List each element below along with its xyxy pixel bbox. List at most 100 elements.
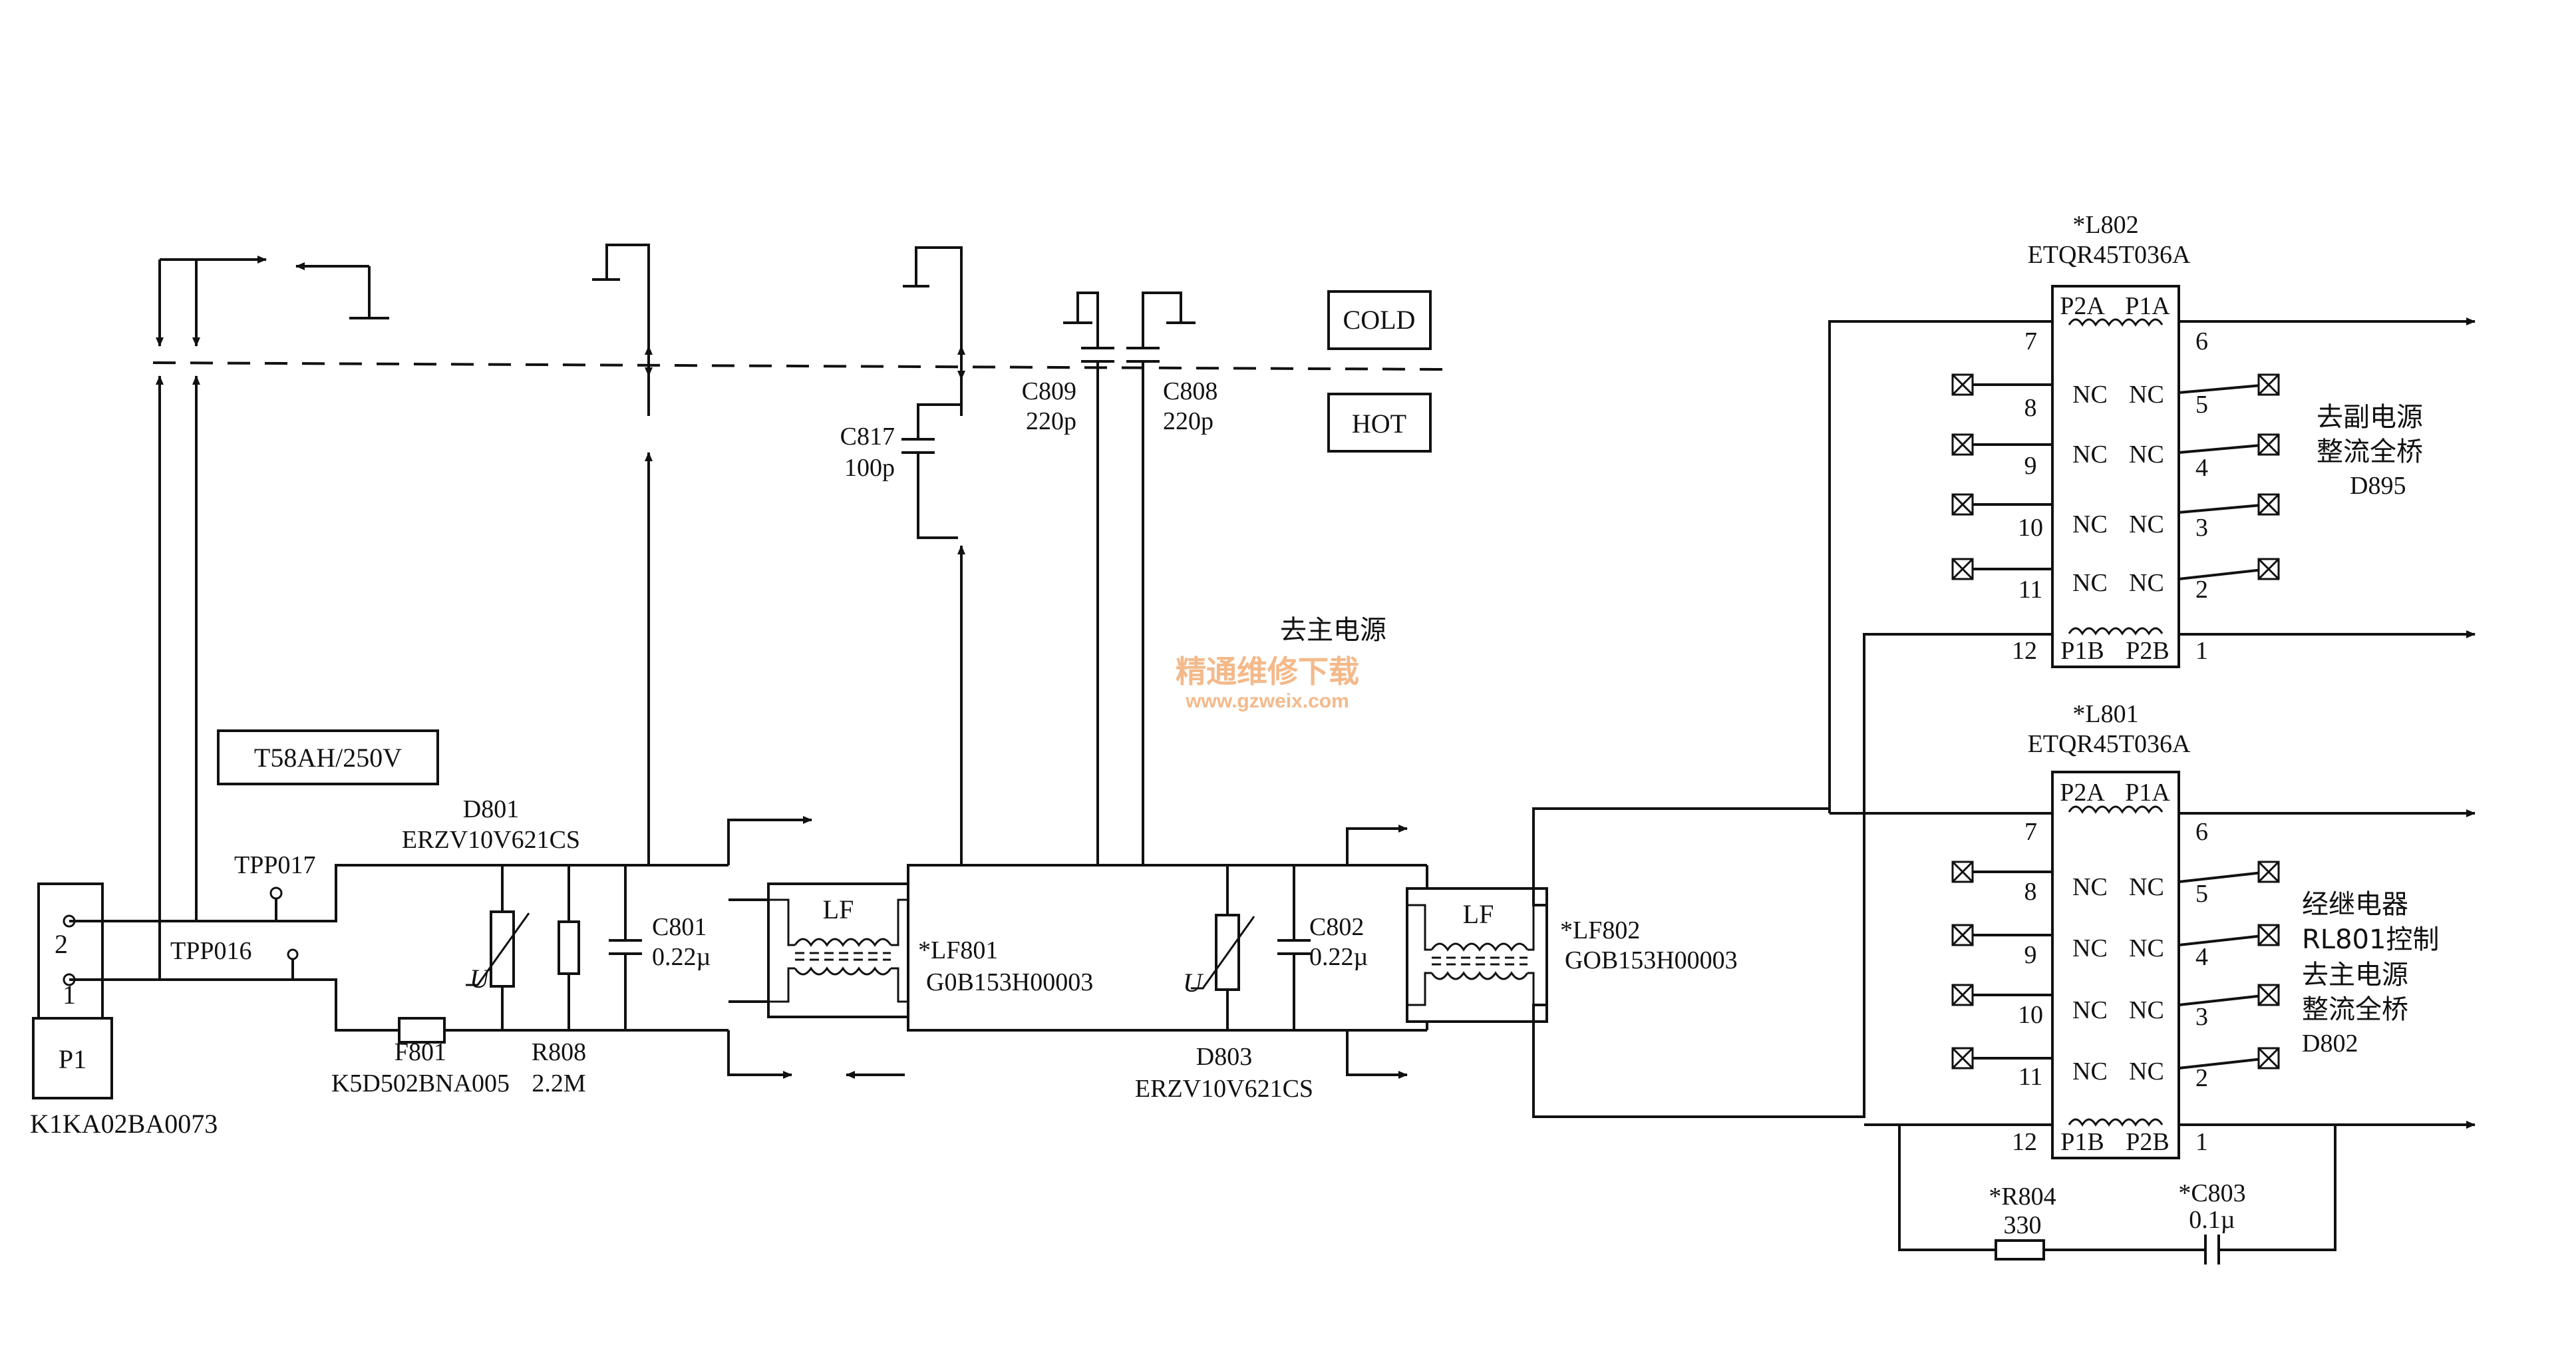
svg-text:整流全桥: 整流全桥 (2317, 437, 2423, 467)
svg-text:P1: P1 (59, 1044, 86, 1074)
svg-text:D801: D801 (463, 795, 519, 823)
svg-text:ERZV10V621CS: ERZV10V621CS (1135, 1075, 1313, 1103)
svg-text:去主电源: 去主电源 (2302, 960, 2408, 990)
svg-text:C802: C802 (1309, 913, 1364, 941)
svg-text:经继电器: 经继电器 (2302, 889, 2408, 920)
svg-text:0.1µ: 0.1µ (2189, 1206, 2235, 1234)
sub-power-note: 去副电源 整流全桥 D895 (2317, 402, 2423, 500)
svg-text:10: 10 (2018, 514, 2043, 542)
svg-text:330: 330 (2004, 1211, 2042, 1239)
svg-text:ETQR45T036A: ETQR45T036A (2028, 730, 2191, 758)
svg-text:NC: NC (2072, 441, 2108, 469)
svg-text:7: 7 (2024, 818, 2037, 846)
svg-text:NC: NC (2129, 934, 2164, 962)
svg-text:D895: D895 (2350, 472, 2406, 500)
svg-text:D802: D802 (2302, 1030, 2358, 1058)
svg-text:P2A: P2A (2060, 779, 2105, 807)
svg-text:HOT: HOT (1352, 409, 1406, 439)
svg-text:11: 11 (2018, 576, 2043, 604)
connector-p1: 2 1 P1 K1KA02BA0073 (30, 882, 218, 1139)
capacitor-c802: C802 0.22µ (1277, 865, 1368, 1030)
l802-nc-pins: 8 NC 5 NC 9 NC 4 NC 10 NC 3 NC (1951, 373, 2280, 604)
fuse-rating-box: T58AH/250V (217, 729, 439, 785)
svg-text:RL801控制: RL801控制 (2302, 924, 2439, 955)
svg-text:6: 6 (2195, 818, 2208, 846)
svg-text:K1KA02BA0073: K1KA02BA0073 (30, 1109, 218, 1139)
svg-text:100p: 100p (844, 454, 895, 482)
svg-text:P2B: P2B (2126, 1128, 2169, 1156)
svg-text:1: 1 (63, 980, 76, 1010)
svg-text:C809: C809 (1022, 377, 1076, 405)
svg-text:8: 8 (2024, 878, 2037, 906)
svg-text:9: 9 (2024, 452, 2037, 480)
svg-text:2: 2 (55, 929, 68, 959)
tpp017-label: TPP017 (234, 851, 315, 879)
svg-text:去副电源: 去副电源 (2317, 402, 2423, 433)
svg-text:P1A: P1A (2125, 292, 2170, 320)
svg-text:COLD: COLD (1343, 305, 1416, 335)
line-filter-lf801: LF *LF801 G0B153H00003 (727, 816, 1093, 1079)
svg-text:ETQR45T036A: ETQR45T036A (2028, 241, 2191, 269)
svg-text:*C803: *C803 (2178, 1179, 2245, 1207)
hot-box: HOT (1327, 393, 1432, 453)
svg-text:K5D502BNA005: K5D502BNA005 (331, 1070, 510, 1097)
svg-text:9: 9 (2024, 941, 2037, 969)
snubber-r804-c803: *R804 330 *C803 0.1µ (1898, 1125, 2336, 1265)
svg-text:NC: NC (2072, 510, 2108, 538)
svg-text:C817: C817 (840, 423, 895, 451)
svg-text:整流全桥: 整流全桥 (2302, 994, 2408, 1025)
svg-text:P2A: P2A (2060, 292, 2105, 320)
svg-text:LF: LF (1463, 899, 1494, 929)
svg-text:NC: NC (2072, 934, 2108, 962)
svg-text:11: 11 (2018, 1063, 2043, 1091)
svg-text:C808: C808 (1163, 377, 1217, 405)
svg-text:NC: NC (2072, 1058, 2108, 1085)
svg-text:U: U (1183, 968, 1204, 998)
capacitor-c817: C817 100p (840, 403, 961, 539)
svg-text:0.22µ: 0.22µ (652, 943, 711, 971)
svg-text:NC: NC (2129, 569, 2164, 597)
svg-text:5: 5 (2195, 880, 2208, 908)
varistor-d801: D801 ERZV10V621CS U (402, 795, 580, 1030)
watermark-cn: 精通维修下载 (1176, 654, 1359, 689)
svg-text:P1B: P1B (2060, 637, 2104, 665)
svg-text:NC: NC (2129, 873, 2164, 901)
line-filter-lf802: LF *LF802 GOB153H00003 (1346, 825, 1738, 1079)
svg-text:2.2M: 2.2M (532, 1070, 585, 1097)
svg-text:NC: NC (2072, 381, 2108, 409)
svg-text:1: 1 (2195, 1128, 2208, 1156)
cold-box: COLD (1327, 290, 1432, 350)
svg-text:*LF802: *LF802 (1560, 916, 1640, 944)
isolation-line (152, 361, 1444, 371)
svg-text:*LF801: *LF801 (918, 936, 998, 964)
svg-text:6: 6 (2195, 327, 2208, 355)
svg-text:*R804: *R804 (1989, 1183, 2056, 1211)
watermark-url: www.gzweix.com (1185, 690, 1349, 712)
svg-text:10: 10 (2018, 1001, 2043, 1029)
svg-text:U: U (470, 964, 491, 994)
svg-text:NC: NC (2072, 569, 2108, 597)
svg-text:D803: D803 (1196, 1043, 1252, 1071)
svg-text:LF: LF (823, 894, 854, 924)
svg-text:NC: NC (2129, 381, 2164, 409)
capacitors-c809-c808: C809 220p C808 220p (1022, 292, 1217, 865)
tpp016-label: TPP016 (170, 937, 251, 965)
svg-text:4: 4 (2195, 454, 2208, 482)
svg-text:2: 2 (2195, 1064, 2208, 1092)
svg-text:3: 3 (2195, 1003, 2208, 1031)
svg-text:8: 8 (2024, 394, 2037, 422)
svg-text:4: 4 (2195, 943, 2208, 971)
svg-text:2: 2 (2195, 576, 2208, 604)
svg-text:ERZV10V621CS: ERZV10V621CS (402, 826, 580, 854)
choke-l801: *L801 ETQR45T036A P2A P1A P1B P2B 7 12 6… (2012, 700, 2208, 1159)
capacitor-c801: C801 0.22µ (609, 865, 711, 1030)
svg-text:NC: NC (2129, 441, 2164, 469)
svg-text:12: 12 (2012, 637, 2037, 665)
fuse-f801: F801 K5D502BNA005 (331, 1017, 510, 1097)
svg-text:NC: NC (2129, 996, 2164, 1024)
svg-text:0.22µ: 0.22µ (1309, 943, 1368, 971)
svg-text:220p: 220p (1026, 407, 1076, 435)
svg-text:*L801: *L801 (2072, 700, 2138, 728)
svg-text:C801: C801 (652, 913, 707, 941)
